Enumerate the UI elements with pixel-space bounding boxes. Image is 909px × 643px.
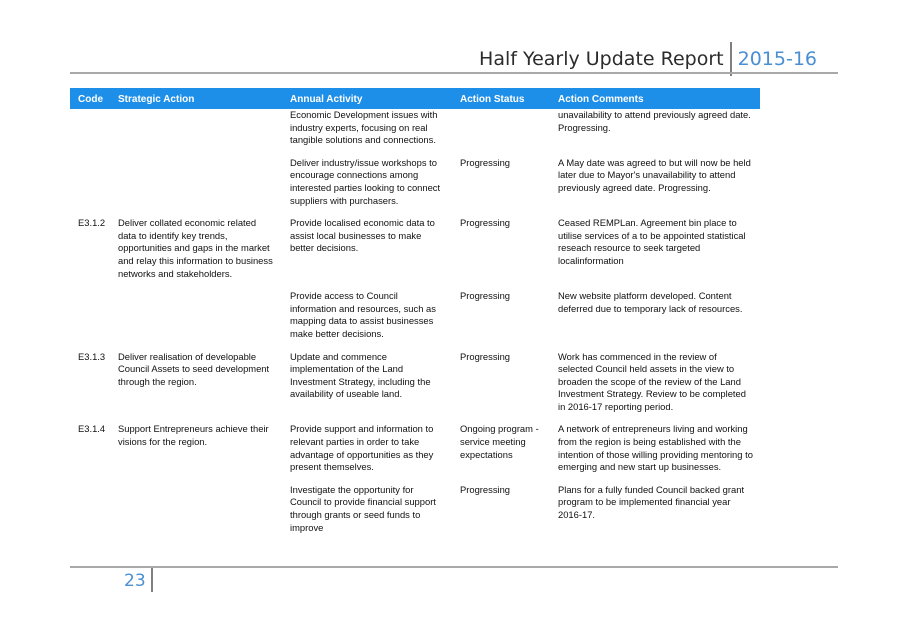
column-header-annual-activity: Annual Activity <box>282 88 452 109</box>
cell-annual-activity: Provide localised economic data to assis… <box>290 217 435 254</box>
action-table: Code Strategic Action Annual Activity Ac… <box>70 88 760 544</box>
cell-action-status: Progressing <box>460 290 511 302</box>
cell-annual-activity: Investigate the opportunity for Council … <box>290 483 436 533</box>
action-table-container: Code Strategic Action Annual Activity Ac… <box>70 88 760 544</box>
table-row: E3.1.2 Deliver collated economic related… <box>70 217 760 290</box>
header-rule <box>70 72 838 74</box>
column-header-action-comments: Action Comments <box>550 88 760 109</box>
cell-code <box>70 157 110 217</box>
cell-strategic-action: Deliver realisation of developable Counc… <box>118 350 270 387</box>
cell-code: E3.1.2 <box>78 217 106 229</box>
cell-strategic-action <box>110 484 282 544</box>
page-number-divider <box>151 568 153 592</box>
cell-code <box>70 484 110 544</box>
cell-code: E3.1.4 <box>78 423 106 435</box>
column-header-code: Code <box>70 88 110 109</box>
column-header-strategic-action: Strategic Action <box>110 88 282 109</box>
table-row: Economic Development issues with industr… <box>70 109 760 157</box>
cell-action-comments: Work has commenced in the review of sele… <box>558 350 746 412</box>
cell-action-status: Progressing <box>460 217 511 229</box>
cell-annual-activity: Update and commence implementation of th… <box>290 350 431 400</box>
cell-annual-activity: Provide support and information to relev… <box>290 423 434 473</box>
cell-action-status <box>452 109 550 157</box>
table-row: E3.1.3 Deliver realisation of developabl… <box>70 351 760 424</box>
cell-action-status: Progressing <box>460 350 511 362</box>
cell-annual-activity: Deliver industry/issue workshops to enco… <box>290 156 441 206</box>
cell-strategic-action: Deliver collated economic related data t… <box>118 217 273 279</box>
cell-action-comments: A network of entrepreneurs living and wo… <box>558 423 753 473</box>
cell-annual-activity: Provide access to Council information an… <box>290 290 436 339</box>
cell-strategic-action: Support Entrepreneurs achieve their visi… <box>118 423 269 448</box>
cell-strategic-action <box>110 109 282 157</box>
page-number: 23 <box>124 571 146 591</box>
report-title: Half Yearly Update Report <box>479 48 724 70</box>
table-row: Provide access to Council information an… <box>70 290 760 350</box>
table-row: Deliver industry/issue workshops to enco… <box>70 157 760 217</box>
cell-action-comments: unavailability to attend previously agre… <box>558 109 751 133</box>
table-row: Investigate the opportunity for Council … <box>70 484 760 544</box>
footer-rule <box>70 566 838 568</box>
cell-strategic-action <box>110 157 282 217</box>
report-year: 2015-16 <box>737 48 817 70</box>
cell-action-comments: Ceased REMPLan. Agreement bin place to u… <box>558 217 746 266</box>
cell-action-comments: A May date was agreed to but will now be… <box>558 156 751 193</box>
report-header: Half Yearly Update Report 2015-16 <box>479 42 817 76</box>
cell-action-status: Ongoing program - service meeting expect… <box>460 423 539 460</box>
cell-strategic-action <box>110 290 282 350</box>
cell-code: E3.1.3 <box>78 350 106 362</box>
table-row: E3.1.4 Support Entrepreneurs achieve the… <box>70 423 760 483</box>
table-header-row: Code Strategic Action Annual Activity Ac… <box>70 88 760 109</box>
cell-action-status: Progressing <box>460 156 511 168</box>
cell-annual-activity: Economic Development issues with industr… <box>290 109 438 146</box>
cell-action-comments: Plans for a fully funded Council backed … <box>558 483 745 521</box>
cell-action-comments: New website platform developed. Content … <box>558 290 743 314</box>
header-divider <box>729 42 732 76</box>
cell-code <box>70 290 110 350</box>
cell-action-status: Progressing <box>460 483 511 495</box>
cell-code <box>70 109 110 157</box>
column-header-action-status: Action Status <box>452 88 550 109</box>
